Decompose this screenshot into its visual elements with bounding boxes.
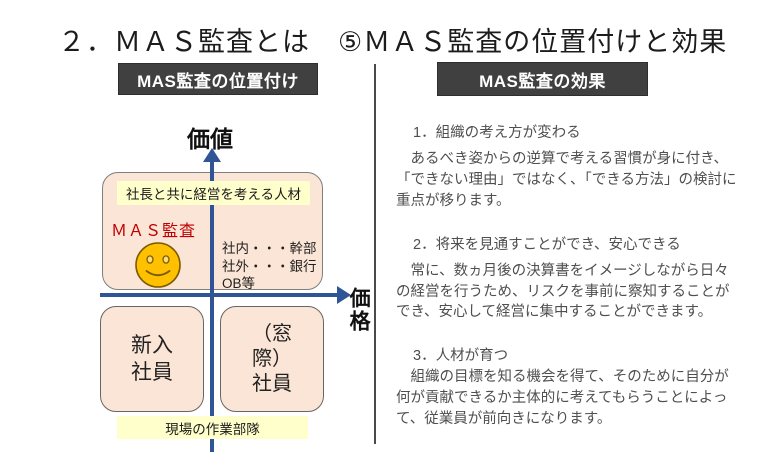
effect-heading: 2．将来を見通すことができ、安心できる — [413, 236, 681, 253]
vertical-divider — [374, 64, 376, 444]
effects-column: 1．組織の考え方が変わる あるべき姿からの逆算で考える習慣が身に付き、「できない… — [396, 121, 740, 430]
bottom-banner: 現場の作業部隊 — [117, 416, 308, 439]
bottom-left-quadrant-box: 新入 社員 — [100, 306, 204, 412]
effect-body: あるべき姿からの逆算で考える習慣が身に付き、「できない理由」ではなく、「できる方… — [396, 151, 737, 209]
bottom-left-quadrant-label: 新入 社員 — [131, 334, 173, 384]
effect-body: 常に、数ヵ月後の決算書をイメージしながら日々の経営を行うため、リスクを事前に察知… — [396, 262, 730, 321]
effect-section-1: 1．組織の考え方が変わる あるべき姿からの逆算で考える習慣が身に付き、「できない… — [396, 121, 740, 212]
right-panel-header: MAS監査の効果 — [437, 62, 648, 96]
price-axis-label: 価格 — [347, 287, 371, 333]
effect-section-3: 3．人材が育つ 組織の目標を知る機会を得て、そのために自分が何が貢献できるか主体… — [396, 344, 740, 430]
bottom-right-quadrant-label: （窓 際） 社員 — [252, 322, 292, 395]
smiley-face-icon — [135, 242, 181, 288]
effect-body: 組織の目標を知る機会を得て、そのために自分が何が貢献できるか主体的に考えてもらう… — [396, 369, 729, 427]
top-quadrant-note: 社内・・・幹部 社外・・・銀行 OB等 — [222, 241, 317, 291]
price-axis-arrowhead-icon — [337, 286, 351, 304]
effect-section-2: 2．将来を見通すことができ、安心できる 常に、数ヵ月後の決算書をイメージしながら… — [396, 233, 740, 324]
mas-audit-label: ＭＡＳ監査 — [111, 223, 197, 240]
value-axis-label: 価値 — [187, 126, 233, 152]
page-title: ２．ＭＡＳ監査とは ⑤ＭＡＳ監査の位置付けと効果 — [58, 27, 728, 57]
bottom-right-quadrant-box: （窓 際） 社員 — [220, 306, 324, 412]
price-axis-line — [100, 293, 339, 297]
effect-heading: 1．組織の考え方が変わる — [413, 125, 581, 141]
left-panel-header: MAS監査の位置付け — [118, 63, 318, 95]
effect-heading: 3．人材が育つ — [413, 348, 509, 365]
top-quadrant-banner: 社長と共に経営を考える人材 — [117, 181, 310, 205]
value-axis-line — [210, 160, 214, 452]
value-axis-arrowhead-icon — [203, 148, 221, 162]
